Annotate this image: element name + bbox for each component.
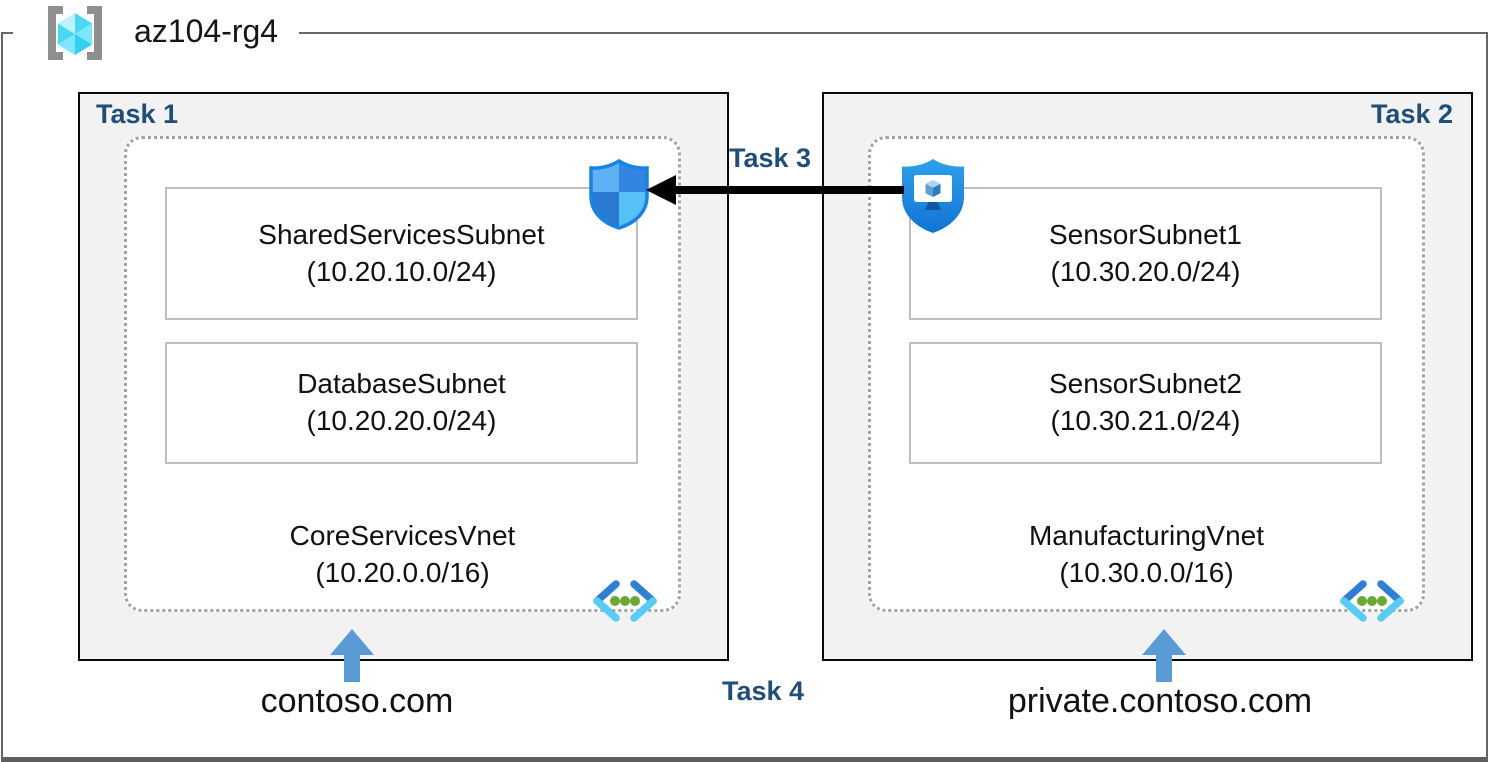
resource-group-icon: [38, 3, 112, 68]
nsg-shield-icon: [587, 158, 651, 235]
task4-label: Task 4: [721, 676, 805, 706]
frame-label-gap: [13, 30, 299, 37]
dns-up-arrow-icon: [330, 629, 374, 687]
sensor-subnet1-box: SensorSubnet1 (10.30.20.0/24): [909, 187, 1382, 320]
database-subnet-box: DatabaseSubnet (10.20.20.0/24): [165, 342, 638, 464]
subnet-cidr: (10.20.10.0/24): [306, 255, 497, 287]
contoso-dns-label: contoso.com: [260, 682, 454, 720]
sensor-subnet2-box: SensorSubnet2 (10.30.21.0/24): [909, 342, 1382, 464]
subnet-cidr: (10.20.20.0/24): [306, 405, 497, 436]
manufacturing-vnet-label: ManufacturingVnet (10.30.0.0/16): [868, 518, 1425, 592]
vnet-cidr: (10.30.0.0/16): [1059, 556, 1234, 588]
vnet-name: ManufacturingVnet: [1028, 520, 1265, 551]
virtual-network-icon: [1336, 578, 1408, 629]
subnet-name: DatabaseSubnet: [297, 368, 506, 400]
subnet-name: SensorSubnet2: [1048, 368, 1243, 400]
task2-label: Task 2: [1370, 99, 1453, 129]
core-services-vnet-label: CoreServicesVnet (10.20.0.0/16): [124, 518, 681, 592]
task1-label: Task 1: [96, 99, 179, 129]
vnet-name: CoreServicesVnet: [289, 520, 516, 551]
peering-left-arrow-icon: [646, 172, 904, 213]
dns-up-arrow-icon: [1142, 629, 1186, 687]
bastion-shield-monitor-icon: [900, 157, 966, 240]
task3-label: Task 3: [728, 143, 812, 173]
task1-zone: Task 1 SharedServicesSubnet (10.20.10.0/…: [78, 92, 729, 661]
task2-zone: Task 2 SensorSubnet1 (10.30.20.0/24) Sen…: [822, 92, 1473, 661]
subnet-name: SharedServicesSubnet: [258, 218, 545, 250]
virtual-network-icon: [589, 578, 661, 629]
private-contoso-dns-label: private.contoso.com: [1007, 682, 1313, 720]
shared-services-subnet-box: SharedServicesSubnet (10.20.10.0/24): [165, 187, 638, 320]
resource-group-frame: [1, 32, 1488, 762]
subnet-cidr: (10.30.21.0/24): [1050, 405, 1241, 436]
vnet-cidr: (10.20.0.0/16): [315, 556, 490, 588]
resource-group-name: az104-rg4: [134, 13, 279, 49]
subnet-name: SensorSubnet1: [1048, 218, 1243, 250]
subnet-cidr: (10.30.20.0/24): [1050, 255, 1241, 287]
